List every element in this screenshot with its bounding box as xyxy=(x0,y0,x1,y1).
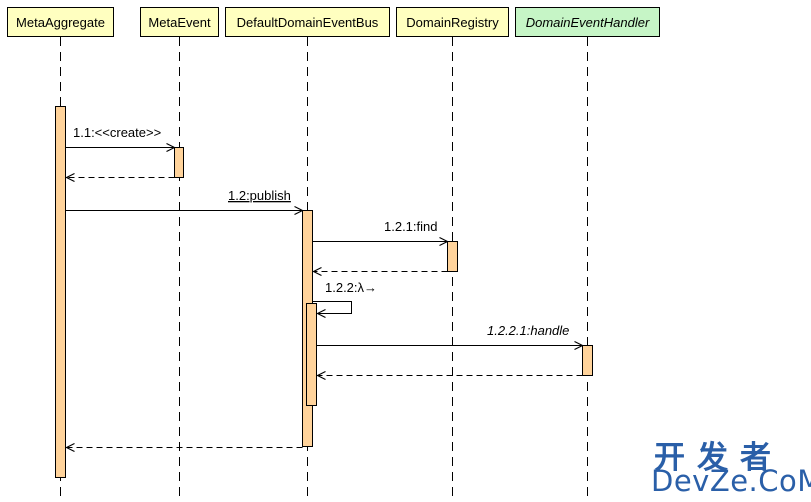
participant-meta-aggregate: MetaAggregate xyxy=(7,7,114,37)
participant-default-domain-event-bus: DefaultDomainEventBus xyxy=(225,7,390,37)
message-label-create: 1.1:<<create>> xyxy=(73,125,161,140)
message-label-publish: 1.2:publish xyxy=(228,188,291,203)
participant-domain-event-handler: DomainEventHandler xyxy=(515,7,660,37)
participant-label: MetaAggregate xyxy=(16,15,105,30)
participant-label: DomainRegistry xyxy=(406,15,499,30)
participant-label: DefaultDomainEventBus xyxy=(237,15,379,30)
participant-label: MetaEvent xyxy=(148,15,211,30)
message-label-handle: 1.2.2.1:handle xyxy=(487,323,569,338)
participant-meta-event: MetaEvent xyxy=(140,7,219,37)
watermark-chinese-text: 开发者 xyxy=(654,440,783,476)
activation-domain-event-handler xyxy=(582,345,593,376)
message-label-find: 1.2.1:find xyxy=(384,219,438,234)
message-lambda-self-arrow xyxy=(312,301,352,314)
watermark-latin-text: DevZe.CoM xyxy=(651,464,811,498)
activation-meta-event xyxy=(174,147,184,178)
activation-domain-registry xyxy=(447,241,458,272)
participant-domain-registry: DomainRegistry xyxy=(396,7,509,37)
participant-label: DomainEventHandler xyxy=(526,15,650,30)
activation-meta-aggregate xyxy=(55,106,66,478)
message-label-lambda: 1.2.2:λ→ xyxy=(325,280,377,295)
activation-event-bus-nested xyxy=(306,303,317,406)
